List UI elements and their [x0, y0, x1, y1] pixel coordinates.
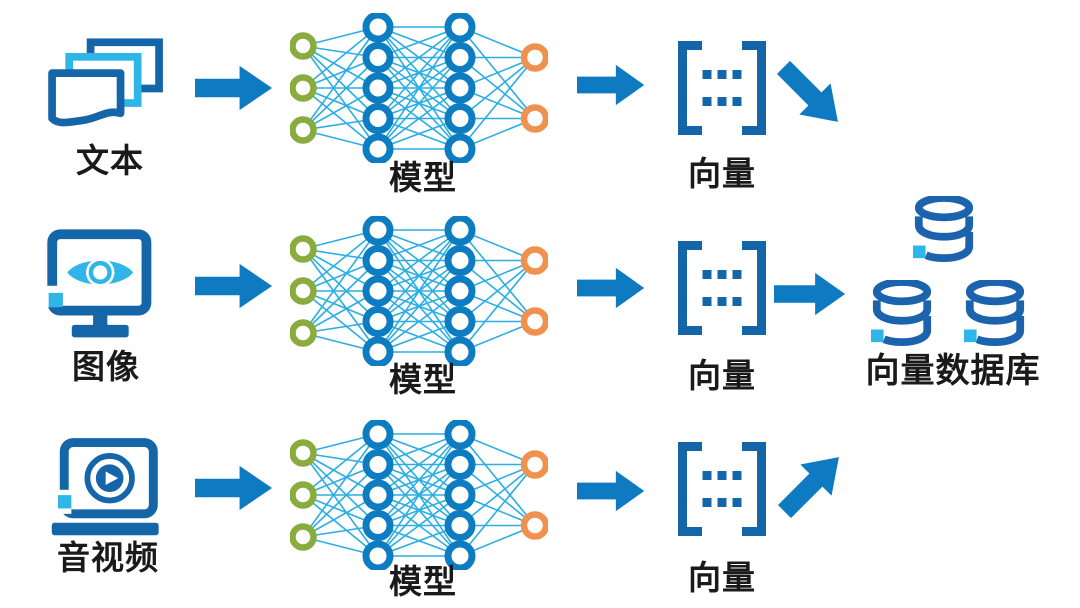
arrow-right-icon: [195, 465, 273, 511]
neural-network-icon: [290, 420, 548, 570]
vector-label: 向量: [688, 155, 756, 192]
model-label: 模型: [389, 159, 457, 196]
arrow-right-icon: [577, 64, 645, 106]
left-bracket: [678, 241, 702, 335]
left-bracket: [678, 442, 702, 536]
arrow-right-icon: [774, 272, 846, 316]
left-bracket: [678, 41, 702, 135]
database-cylinder-icon: [912, 196, 976, 264]
vector-label: 向量: [688, 357, 756, 394]
arrow-up-right-icon: [768, 440, 856, 528]
right-bracket: [742, 241, 766, 335]
monitor-eye-icon: [46, 228, 158, 340]
model-label: 模型: [389, 563, 457, 600]
right-bracket: [742, 442, 766, 536]
matrix-bracket-icon: [678, 41, 766, 135]
arrow-right-icon: [195, 65, 273, 111]
neural-network-icon: [290, 13, 548, 163]
arrow-right-icon: [577, 470, 645, 512]
source-label-audio-video: 音视频: [57, 539, 159, 576]
neural-network-icon: [290, 216, 548, 366]
database-cylinder-icon: [870, 280, 934, 348]
arrow-right-icon: [195, 263, 273, 309]
matrix-bracket-icon: [678, 442, 766, 536]
matrix-bracket-icon: [678, 241, 766, 335]
arrow-down-right-icon: [767, 51, 855, 139]
model-label: 模型: [389, 361, 457, 398]
matrix-dots: [702, 70, 742, 106]
database-cylinder-icon: [963, 280, 1027, 348]
matrix-dots: [702, 471, 742, 507]
matrix-dots: [702, 270, 742, 306]
source-label-text: 文本: [76, 142, 144, 179]
vector-label: 向量: [688, 559, 756, 596]
documents-icon: [46, 38, 166, 139]
source-label-image: 图像: [72, 348, 140, 385]
video-player-icon: [50, 438, 164, 538]
database-label: 向量数据库: [865, 352, 1041, 390]
right-bracket: [742, 41, 766, 135]
arrow-right-icon: [577, 267, 645, 309]
